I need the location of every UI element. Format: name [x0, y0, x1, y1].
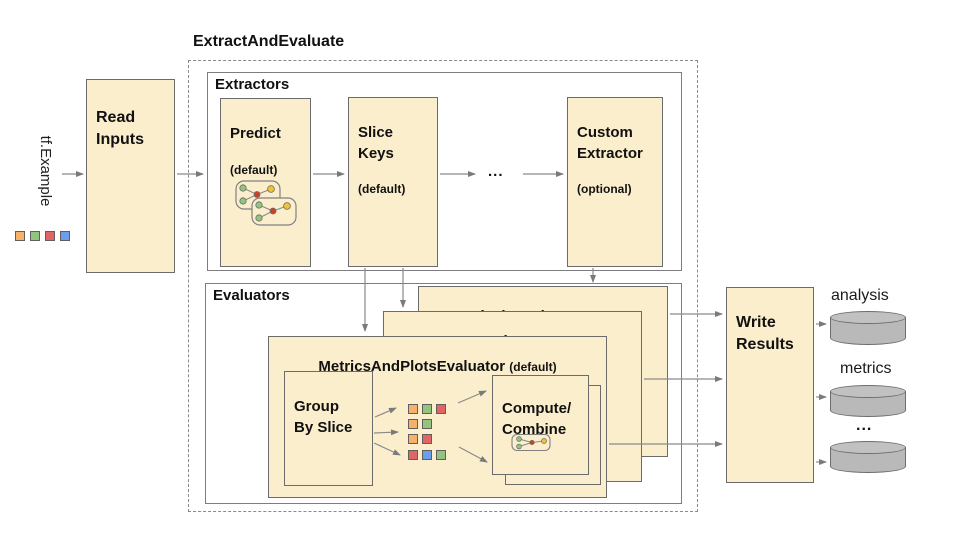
compute-combine-label: Compute/ Combine — [502, 400, 572, 438]
extract-and-evaluate-group — [188, 60, 698, 512]
orange-data-square — [408, 404, 418, 414]
blue-data-square — [60, 231, 70, 241]
metrics-database-icon — [830, 385, 906, 417]
green-data-square — [422, 404, 432, 414]
green-data-square — [30, 231, 40, 241]
metrics-output-label: metrics — [840, 360, 892, 377]
extractors-container: Extractors — [207, 72, 682, 271]
green-data-square — [436, 450, 446, 460]
compute-combine-box: Compute/ Combine — [492, 375, 589, 475]
red-data-square — [45, 231, 55, 241]
orange-data-square — [408, 434, 418, 444]
green-data-square — [422, 419, 432, 429]
slice-keys-qualifier: (default) — [358, 182, 406, 197]
predict-qualifier: (default) — [230, 162, 278, 177]
red-data-square — [436, 404, 446, 414]
outputs-ellipsis: ... — [856, 417, 873, 434]
red-data-square — [408, 450, 418, 460]
slice-group-row — [408, 404, 446, 414]
slice-group-row — [408, 434, 432, 444]
red-data-square — [422, 434, 432, 444]
analysis-database-icon — [830, 311, 906, 345]
extractors-label: Extractors — [215, 76, 290, 93]
orange-data-square — [15, 231, 25, 241]
slice-group-row — [408, 419, 432, 429]
custom-extractor-box: Custom Extractor (optional) — [567, 97, 663, 267]
custom-extractor-label: Custom Extractor — [577, 124, 643, 162]
blue-data-square — [422, 450, 432, 460]
analysis-output-label: analysis — [831, 287, 889, 304]
write-results-label: Write Results — [736, 314, 794, 354]
orange-data-square — [408, 419, 418, 429]
extractor-ellipsis: ... — [488, 163, 504, 180]
more-outputs-database-icon — [830, 441, 906, 473]
tf-example-label: tf.Example — [37, 135, 54, 207]
metrics-and-plots-evaluator-qualifier: (default) — [509, 360, 557, 374]
group-by-slice-box: Group By Slice — [284, 371, 373, 486]
group-by-slice-label: Group By Slice — [294, 398, 353, 436]
slice-group-row — [408, 450, 446, 460]
evaluators-container: Evaluators — [205, 283, 682, 504]
slice-keys-label: Slice Keys — [358, 124, 394, 162]
predict-box: Predict (default) — [220, 98, 311, 267]
slice-keys-box: Slice Keys (default) — [348, 97, 438, 267]
read-inputs-box: Read Inputs — [86, 79, 175, 273]
metrics-and-plots-evaluator-label: MetricsAndPlotsEvaluator — [318, 358, 506, 375]
predict-label: Predict — [230, 125, 281, 142]
evaluators-label: Evaluators — [213, 287, 290, 304]
input-squares — [15, 231, 70, 241]
extract-and-evaluate-title: ExtractAndEvaluate — [193, 33, 345, 50]
write-results-box: Write Results — [726, 287, 814, 483]
custom-extractor-qualifier: (optional) — [577, 182, 632, 197]
read-inputs-label: Read Inputs — [96, 109, 144, 149]
